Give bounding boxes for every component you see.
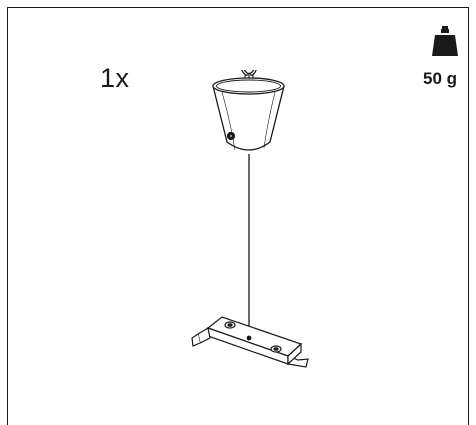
weight-label: 50 g bbox=[423, 69, 458, 88]
mounting-bracket bbox=[191, 316, 309, 368]
canopy-cup bbox=[212, 77, 285, 151]
pendant-illustration bbox=[191, 70, 309, 368]
weight-icon bbox=[432, 26, 458, 56]
diagram-frame bbox=[7, 7, 469, 425]
quantity-label: 1x bbox=[100, 63, 130, 93]
